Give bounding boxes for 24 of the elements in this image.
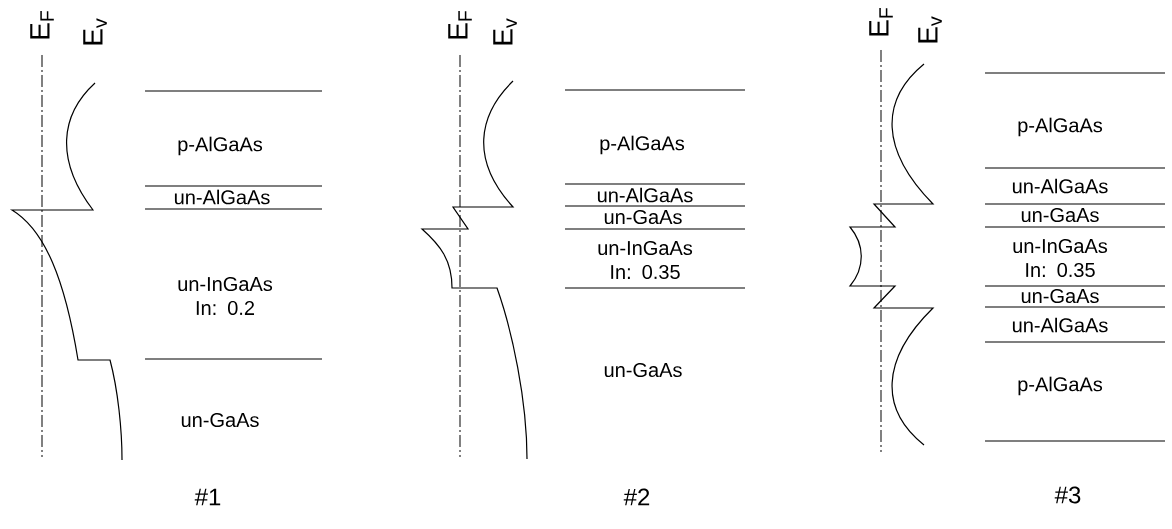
layer-label: un-GaAs [1021, 207, 1099, 223]
energy-label: E$_{v}$ [918, 16, 942, 43]
panel-number: #1 [194, 488, 221, 506]
panel-number: #2 [623, 488, 650, 506]
layer-label: un-InGaAs In: 0.2 [178, 276, 273, 316]
panel-number: #3 [1054, 486, 1081, 504]
layer-label: p-AlGaAs [600, 135, 685, 155]
layer-label: p-AlGaAs [1018, 376, 1103, 396]
energy-label: E$_{F}$ [448, 10, 472, 39]
layer-label: un-AlGaAs [1012, 178, 1108, 194]
layer-label: un-AlGaAs [1012, 317, 1108, 333]
layer-label: p-AlGaAs [1018, 117, 1103, 137]
energy-label: E$_{v}$ [83, 18, 107, 45]
layer-label: un-GaAs [1021, 288, 1099, 304]
layer-label: un-GaAs [604, 362, 682, 378]
layer-label: un-GaAs [604, 209, 682, 225]
layer-label: un-AlGaAs [597, 187, 693, 203]
layer-label: un-GaAs [181, 412, 259, 428]
layer-label: un-AlGaAs [174, 189, 270, 205]
layer-label: un-InGaAs In: 0.35 [598, 240, 693, 280]
energy-label: E$_{v}$ [493, 18, 517, 45]
energy-label: E$_{F}$ [30, 10, 54, 39]
layer-label: p-AlGaAs [178, 136, 263, 156]
energy-label: E$_{F}$ [869, 7, 893, 36]
